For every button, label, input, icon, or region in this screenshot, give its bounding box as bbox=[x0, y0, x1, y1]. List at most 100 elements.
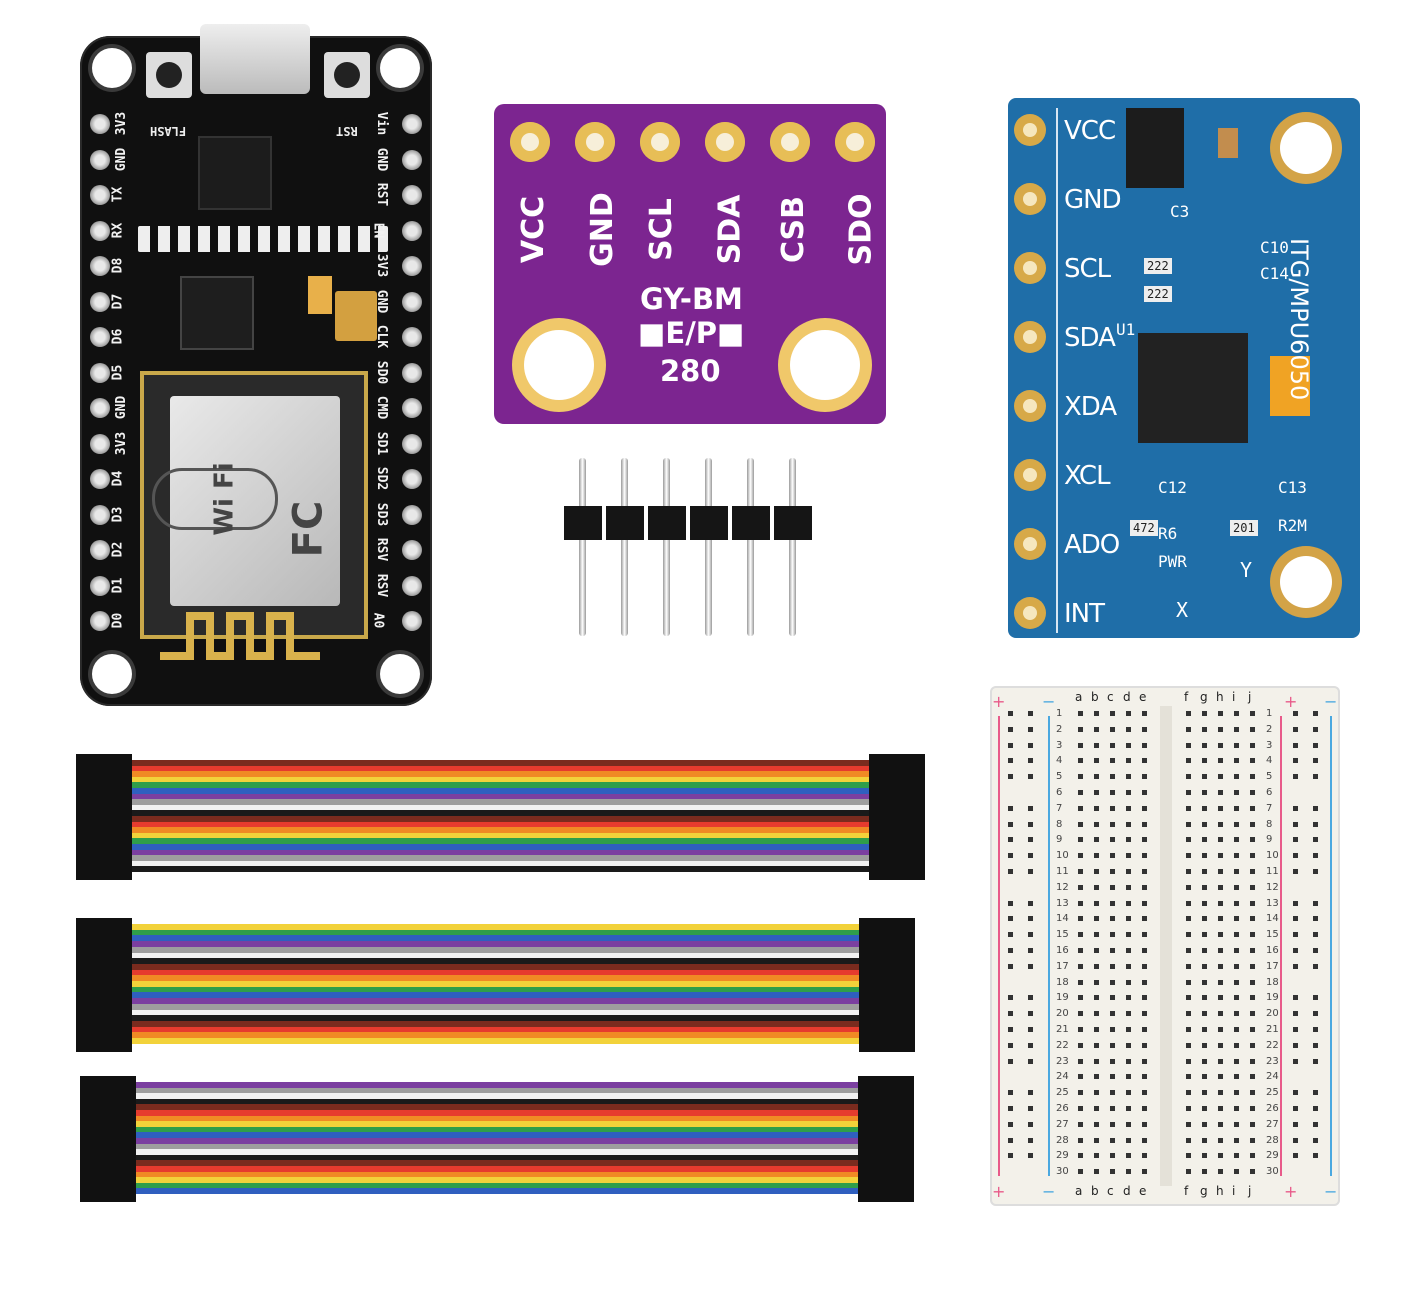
bme-pin-label: GND bbox=[584, 192, 620, 267]
hole bbox=[1142, 1074, 1147, 1080]
col-label: h bbox=[1216, 690, 1224, 704]
hole bbox=[1250, 995, 1255, 1001]
hole bbox=[1126, 1090, 1131, 1096]
hole bbox=[1126, 1106, 1131, 1111]
hole bbox=[1094, 1027, 1099, 1032]
hole bbox=[1313, 963, 1318, 969]
hole bbox=[1110, 1106, 1115, 1111]
hole bbox=[1186, 1137, 1191, 1143]
hole bbox=[1142, 1042, 1147, 1048]
row-label: 4 bbox=[1266, 755, 1273, 767]
pin-hole bbox=[402, 540, 422, 560]
pin-hole bbox=[402, 185, 422, 205]
pin-hole bbox=[402, 291, 422, 312]
mpu-pin-pad bbox=[1014, 252, 1046, 284]
hole bbox=[1110, 900, 1115, 906]
row-label: 4 bbox=[1056, 755, 1063, 767]
hole bbox=[1126, 884, 1131, 890]
header-pin bbox=[789, 458, 796, 636]
hole bbox=[1094, 963, 1099, 969]
pin-label-left: 3V3 bbox=[114, 431, 130, 455]
hole bbox=[1218, 1090, 1223, 1096]
plus-mark: + bbox=[1284, 1182, 1298, 1201]
hole bbox=[1142, 726, 1147, 732]
capacitor bbox=[308, 276, 332, 314]
hole bbox=[1218, 821, 1223, 827]
hole bbox=[1202, 1027, 1207, 1032]
hole bbox=[1186, 932, 1191, 938]
hole bbox=[1110, 774, 1115, 780]
hole bbox=[1313, 995, 1318, 1001]
hole bbox=[1186, 805, 1191, 811]
hole bbox=[1293, 1121, 1298, 1127]
mpu-pin-label: ADO bbox=[1064, 530, 1120, 560]
row-label: 30 bbox=[1266, 1166, 1279, 1178]
hole bbox=[1218, 916, 1223, 922]
wire bbox=[132, 1160, 862, 1166]
hole bbox=[1028, 916, 1033, 922]
hole bbox=[1008, 995, 1013, 1001]
bme-pin-pad bbox=[640, 122, 680, 162]
hole bbox=[1250, 790, 1255, 795]
row-label: 29 bbox=[1056, 1150, 1069, 1162]
hole bbox=[1313, 1058, 1318, 1064]
row-label: 28 bbox=[1056, 1134, 1069, 1146]
hole bbox=[1126, 1074, 1131, 1080]
hole bbox=[1078, 1074, 1083, 1080]
header-pin bbox=[663, 458, 670, 636]
hole bbox=[1234, 821, 1239, 827]
hole bbox=[1250, 963, 1255, 969]
hole bbox=[1202, 742, 1207, 748]
hole bbox=[1250, 1027, 1255, 1032]
hole bbox=[1218, 758, 1223, 764]
wire bbox=[132, 1177, 862, 1183]
row-label: 20 bbox=[1056, 1008, 1069, 1020]
bme-pin-pad bbox=[575, 122, 615, 162]
wire bbox=[128, 998, 863, 1004]
hole bbox=[1126, 979, 1131, 985]
wire bbox=[128, 986, 863, 993]
row-label: 17 bbox=[1266, 960, 1279, 972]
pin-label-right: RSV bbox=[374, 537, 390, 562]
hole bbox=[1250, 853, 1255, 859]
mount-hole bbox=[1270, 112, 1342, 184]
pin-hole bbox=[90, 433, 110, 454]
col-label: e bbox=[1139, 1184, 1147, 1198]
hole bbox=[1008, 900, 1013, 906]
col-label: a bbox=[1075, 1184, 1083, 1198]
rail-plus-right bbox=[1280, 716, 1282, 1176]
hole bbox=[1186, 1058, 1191, 1064]
hole bbox=[1028, 774, 1033, 780]
hole bbox=[1250, 837, 1255, 843]
mpu-pin-label: SCL bbox=[1064, 254, 1111, 284]
hole bbox=[1313, 1090, 1318, 1096]
hole bbox=[1186, 790, 1191, 795]
hole bbox=[1008, 1153, 1013, 1159]
pin-label-left: GND bbox=[114, 147, 130, 171]
header-block bbox=[564, 506, 602, 540]
hole bbox=[1250, 774, 1255, 780]
pin-label-left: D8 bbox=[110, 257, 126, 274]
hole bbox=[1218, 1137, 1223, 1143]
row-label: 24 bbox=[1266, 1071, 1279, 1083]
hole bbox=[1202, 869, 1207, 874]
hole bbox=[1234, 963, 1239, 969]
hole bbox=[1126, 1011, 1131, 1017]
hole bbox=[1028, 995, 1033, 1001]
rst-label: RST bbox=[336, 124, 358, 138]
hole bbox=[1186, 1074, 1191, 1080]
hole bbox=[1234, 900, 1239, 906]
hole bbox=[1313, 932, 1318, 938]
hole bbox=[1250, 1058, 1255, 1064]
hole bbox=[1094, 1058, 1099, 1064]
row-label: 7 bbox=[1056, 802, 1063, 814]
rail-plus-left bbox=[998, 716, 1000, 1176]
hole bbox=[1028, 932, 1033, 938]
hole bbox=[1078, 774, 1083, 780]
wire bbox=[132, 1082, 862, 1088]
wire bbox=[128, 1015, 863, 1021]
hole bbox=[1142, 1027, 1147, 1032]
row-label: 16 bbox=[1266, 945, 1279, 956]
row-label: 11 bbox=[1056, 866, 1069, 877]
hole bbox=[1186, 1042, 1191, 1048]
